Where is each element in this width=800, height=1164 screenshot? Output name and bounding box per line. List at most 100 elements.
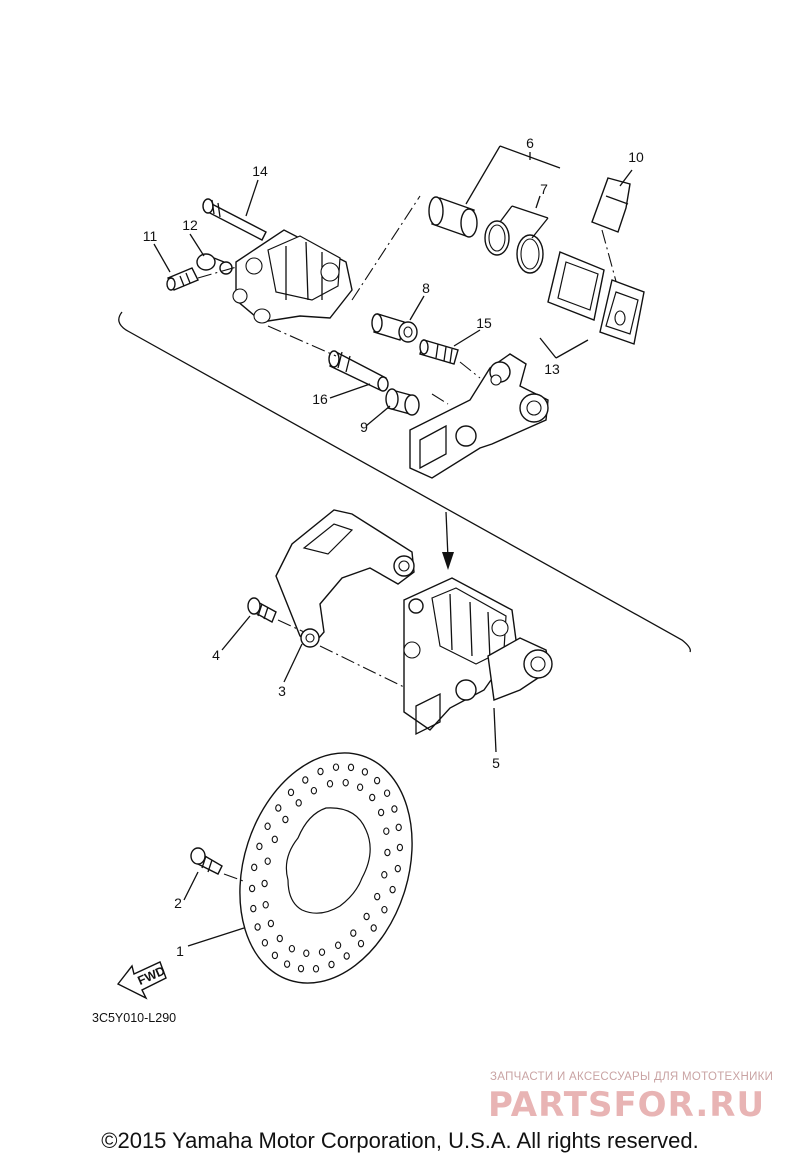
disc-hole xyxy=(361,768,369,776)
part-11-bleed-screw xyxy=(166,267,199,291)
part-9-boot xyxy=(385,388,420,416)
disc-hole xyxy=(373,776,381,785)
callout-9: 9 xyxy=(360,419,368,435)
callout-6: 6 xyxy=(526,135,534,151)
part-8-bolt xyxy=(371,313,418,343)
callout-12: 12 xyxy=(182,217,198,233)
callout-8: 8 xyxy=(422,280,430,296)
disc-hole xyxy=(347,763,355,772)
callout-10: 10 xyxy=(628,149,644,165)
disc-hole xyxy=(271,835,278,844)
disc-hole xyxy=(381,905,388,914)
axis-line xyxy=(459,361,481,379)
axis-line xyxy=(267,325,337,357)
disc-hole xyxy=(287,788,295,797)
disc-hole xyxy=(391,805,398,813)
axis-line xyxy=(223,873,247,883)
disc-hole xyxy=(384,848,391,857)
disc-hole xyxy=(302,776,309,784)
part-13-brake-pads xyxy=(547,251,645,345)
part-7-seals xyxy=(484,220,544,274)
disc-hole xyxy=(297,964,305,973)
disc-hole xyxy=(326,780,334,788)
part-1-brake-disc xyxy=(239,752,413,984)
callout-13: 13 xyxy=(544,361,560,377)
disc-hole xyxy=(383,827,390,835)
disc-hole xyxy=(374,892,381,901)
disc-hole xyxy=(283,960,291,968)
disc-hole xyxy=(356,783,364,792)
callout-4: 4 xyxy=(212,647,220,663)
disc-hole xyxy=(250,904,257,913)
disc-hole xyxy=(377,808,385,817)
disc-hole xyxy=(334,941,342,950)
drawing-code: 3C5Y010-L290 xyxy=(92,1011,176,1025)
callout-14: 14 xyxy=(252,163,268,179)
part-10-pad-spring xyxy=(591,177,631,233)
disc-hole xyxy=(267,919,275,928)
part-6-piston xyxy=(428,196,478,238)
callout-7: 7 xyxy=(540,181,548,197)
callout-15: 15 xyxy=(476,315,492,331)
disc-hole xyxy=(295,799,302,807)
caliper-body-upper xyxy=(232,229,353,324)
disc-hole xyxy=(383,789,391,797)
disc-hole xyxy=(276,934,283,943)
disc-hole xyxy=(261,939,269,947)
disc-hole xyxy=(303,949,310,958)
disc-hole xyxy=(343,952,350,960)
part-12-cap xyxy=(196,253,233,275)
disc-hole xyxy=(357,939,365,948)
disc-hole xyxy=(264,857,271,865)
part-2-disc-bolt xyxy=(190,847,223,875)
disc-hole xyxy=(342,778,349,787)
disc-hole xyxy=(350,929,357,937)
disc-hole xyxy=(369,793,376,802)
part-14-pin xyxy=(202,198,267,241)
disc-hole xyxy=(318,948,326,956)
disc-hole xyxy=(389,885,396,894)
callout-11: 11 xyxy=(143,228,158,244)
disc-hole xyxy=(317,767,324,776)
disc-hole xyxy=(271,951,279,960)
exploded-view-bracket xyxy=(118,311,691,653)
part-15-bolt xyxy=(419,339,459,365)
caliper-bracket-upper xyxy=(409,353,549,479)
callout-1: 1 xyxy=(176,943,184,959)
watermark-tagline: ЗАПЧАСТИ И АКСЕССУАРЫ ДЛЯ МОТОТЕХНИКИ xyxy=(490,1071,773,1083)
part-3-caliper-bracket xyxy=(275,509,415,648)
copyright-notice: ©2015 Yamaha Motor Corporation, U.S.A. A… xyxy=(101,1128,699,1153)
disc-hole xyxy=(312,965,320,973)
fwd-arrow-icon: FWD xyxy=(116,961,167,1000)
disc-hole xyxy=(288,944,296,953)
disc-hole xyxy=(395,823,402,832)
disc-hole xyxy=(394,864,401,873)
disc-hole xyxy=(282,815,289,824)
callout-5: 5 xyxy=(492,755,500,771)
disc-hole xyxy=(251,863,258,872)
disc-hole xyxy=(262,901,269,909)
disc-hole xyxy=(310,786,318,795)
callout-3: 3 xyxy=(278,683,286,699)
disc-hole xyxy=(248,884,256,893)
callout-16: 16 xyxy=(312,391,328,407)
disc-hole xyxy=(328,960,335,969)
part-16-sleeve xyxy=(328,350,389,392)
explode-arrow-head xyxy=(442,552,454,570)
disc-hole xyxy=(381,871,388,879)
watermark-logo: PARTSFOR.RU xyxy=(488,1085,765,1125)
disc-hole xyxy=(254,923,261,931)
disc-hole xyxy=(264,822,271,831)
part-4-bolt xyxy=(247,597,277,623)
disc-hole xyxy=(363,912,370,921)
disc-vent-holes xyxy=(248,763,404,973)
callout-leaders xyxy=(153,145,633,947)
part-5-caliper-assembly xyxy=(403,577,553,736)
axis-line xyxy=(277,619,305,633)
callout-2: 2 xyxy=(174,895,182,911)
disc-hole xyxy=(370,924,377,932)
explode-arrow-line xyxy=(445,511,449,559)
disc-hole xyxy=(332,763,340,771)
axis-line xyxy=(351,195,421,301)
